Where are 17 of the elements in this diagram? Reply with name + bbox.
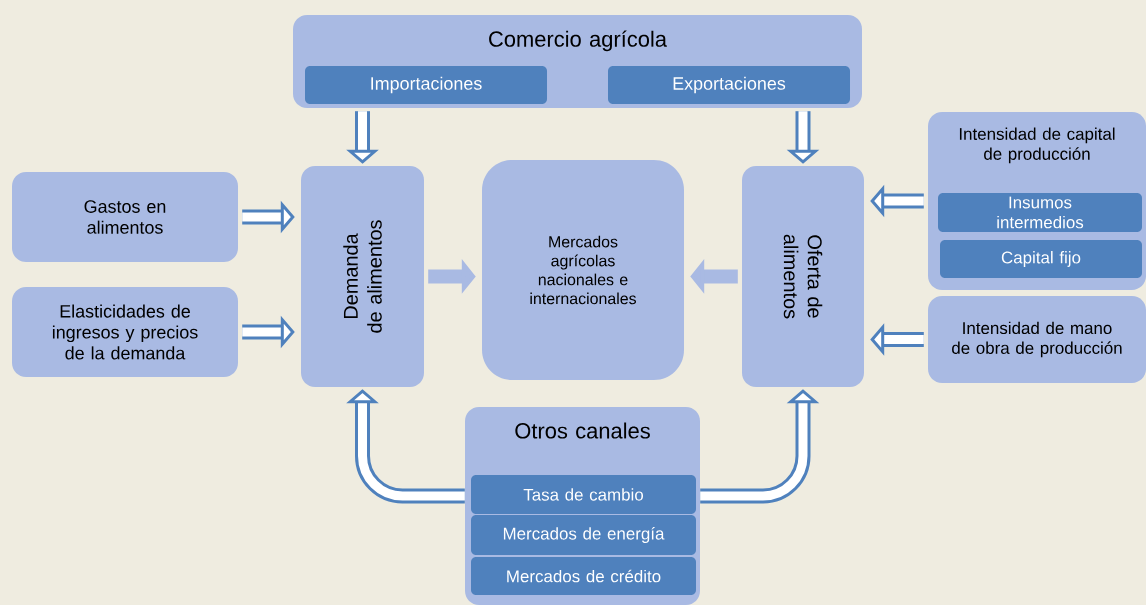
item-box: Exportaciones (608, 66, 850, 104)
process-box: Elasticidades de ingresos y precios de la demanda (12, 287, 238, 377)
node-label: Mercados de crédito (507, 569, 661, 583)
node-label: Tasa de cambio (523, 488, 644, 501)
process-box: Oferta de alimentos (742, 166, 864, 387)
process-box: Gastos en alimentos (12, 172, 238, 262)
node-label: Mercados de energía (503, 527, 665, 543)
market-box: Mercados agrícolas nacionales e internacionales (482, 160, 684, 380)
item-box: Insumos intermedios (938, 193, 1142, 232)
item-box: Tasa de cambio (471, 475, 696, 514)
process-box: Demanda de alimentos (301, 166, 424, 387)
item-box: Mercados de crédito (471, 557, 696, 595)
item-box: Importaciones (305, 66, 547, 104)
item-box: Capital fijo (940, 240, 1142, 278)
item-box: Mercados de energía (471, 515, 696, 555)
process-box: Intensidad de mano de obra de producción (928, 296, 1146, 383)
block-arrow (346, 389, 465, 504)
